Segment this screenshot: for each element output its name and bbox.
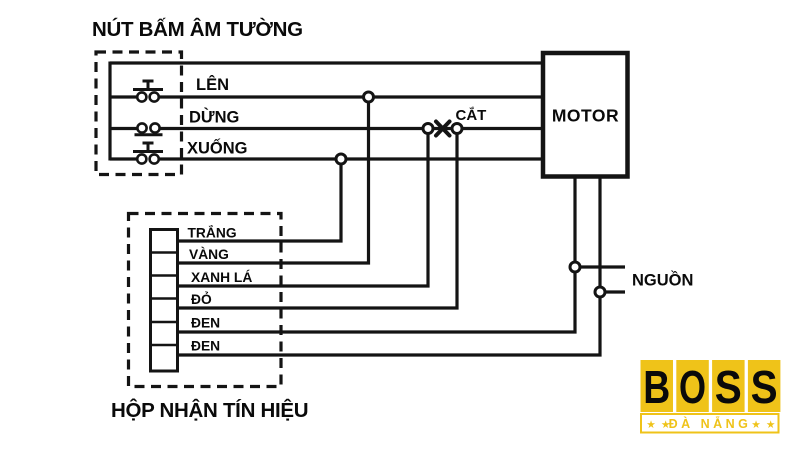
push-button-no-down-icon [133,141,163,165]
contact-circle [136,122,148,134]
junction-node [362,90,375,104]
wires [108,61,625,357]
motor-label: MOTOR [552,106,619,126]
wire-label-den1: ĐEN [191,316,220,331]
terminal-block [149,228,179,373]
wall-panel-dashed-box [94,50,184,177]
wire-label-den2: ĐEN [191,339,220,354]
button-label-up: LÊN [196,75,229,94]
star-icon: ★ ★ [752,420,777,430]
wire-label-do: ĐỎ [191,290,212,307]
cut-switch-icon [434,119,452,138]
power-label: NGUỒN [632,271,693,290]
logo-tile [712,360,745,412]
signal-box-dashed-box [126,211,283,389]
logo-letter: S [751,361,778,413]
logo-letter: S [715,361,742,413]
power-node [593,285,607,299]
push-button-nc-stop-icon [134,122,163,137]
star-icon: ★ ★ [647,420,672,430]
wire-label-vang: VÀNG [189,246,229,262]
junction-node [421,122,435,135]
wall-panel-title: NÚT BẤM ÂM TƯỜNG [92,17,303,41]
wire-label-trang: TRẮNG [188,224,237,241]
contact-circle [148,153,161,165]
logo-letter: O [679,361,706,413]
power-node [568,260,582,274]
button-label-down: XUỐNG [187,138,248,158]
wire-xanhla-riser [178,128,430,288]
junction-node [450,122,464,135]
wire-vang-riser [178,97,371,265]
cut-x-stroke [434,119,452,138]
signal-box-title: HỘP NHẬN TÍN HIỆU [111,398,308,422]
wire-den1-riser [178,176,577,334]
push-button-no-up-icon [133,79,163,103]
button-label-stop: DỪNG [189,108,239,127]
wire-do-riser [178,128,459,310]
logo-tile [676,360,709,412]
contact-circle [148,91,161,103]
logo-subtitle: ĐÀ NẴNG [669,416,752,431]
contact-circle [149,122,161,134]
wire-label-xanhla: XANH LÁ [191,269,252,285]
boss-logo: B O S S ★ ★ ĐÀ NẴNG ★ ★ [640,360,781,434]
logo-subtitle-strip [640,413,780,434]
motor-box [540,50,630,179]
wire-trang-riser [178,159,343,243]
logo-tile [747,360,781,412]
contact-circle [135,91,148,103]
terminal-column [149,228,179,373]
logo-letter: B [643,361,670,413]
wire-den2-riser [178,176,602,357]
contact-circle [135,153,148,165]
junction-node [334,152,348,166]
logo-tile [640,360,673,412]
cut-label: CẮT [456,106,487,124]
